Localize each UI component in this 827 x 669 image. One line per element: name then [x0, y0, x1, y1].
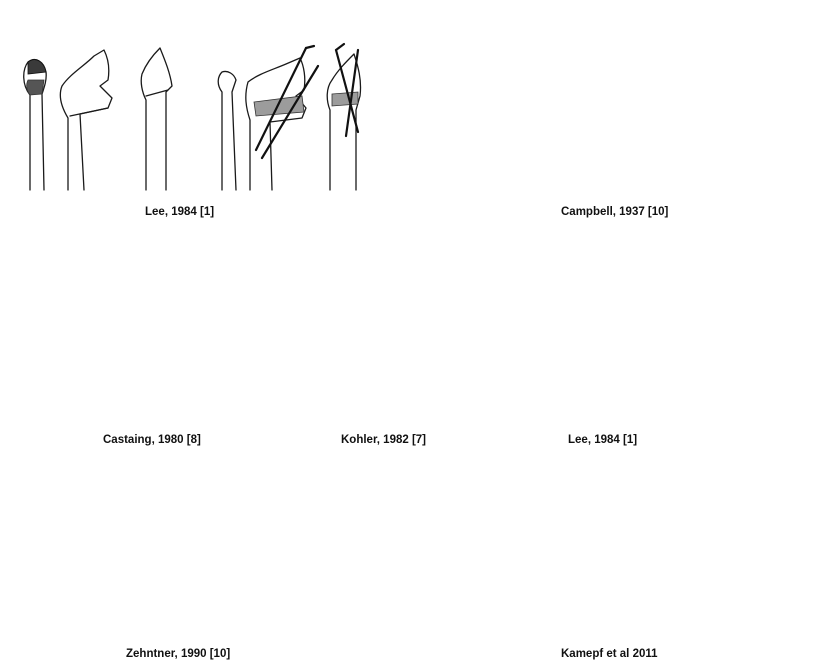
caption-campbell-1937: Campbell, 1937 [10]: [561, 206, 668, 218]
caption-kamepf-2011: Kamepf et al 2011: [561, 648, 658, 660]
caption-castaing-1980: Castaing, 1980 [8]: [103, 434, 201, 446]
caption-kohler-1982: Kohler, 1982 [7]: [341, 434, 426, 446]
caption-zehntner-1990: Zehntner, 1990 [10]: [126, 648, 230, 660]
caption-lee-1984-top: Lee, 1984 [1]: [145, 206, 214, 218]
caption-lee-1984-mid: Lee, 1984 [1]: [568, 434, 637, 446]
lee-1984-top-group: [24, 44, 361, 190]
